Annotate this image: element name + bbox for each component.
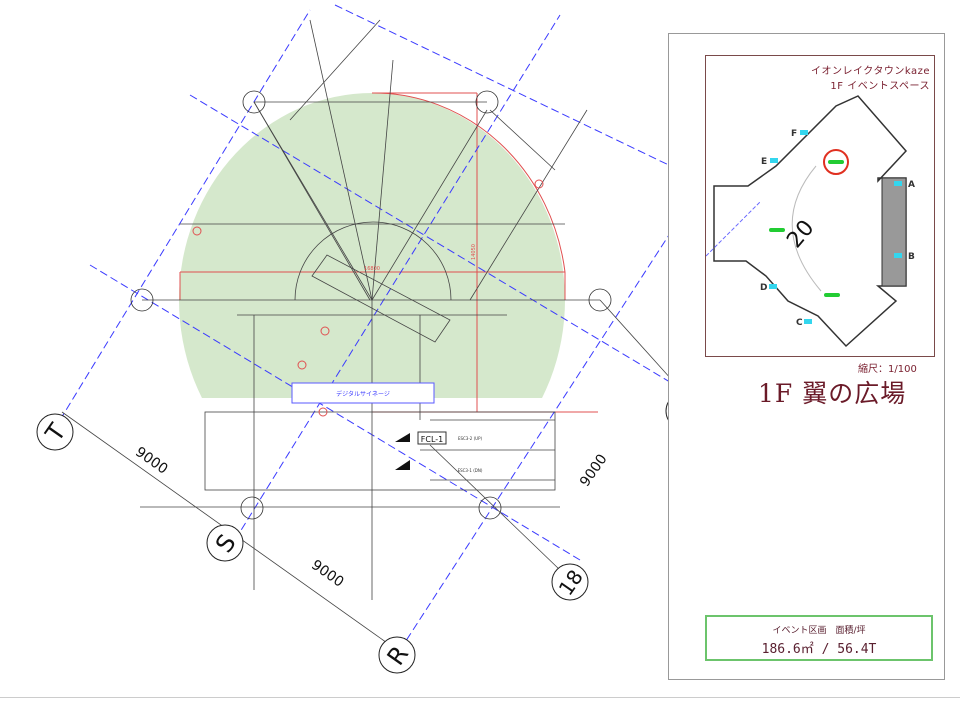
event-area — [179, 93, 565, 398]
red-dimension-height: 14050 — [471, 244, 477, 260]
anchor-store — [881, 177, 907, 287]
fcl-label: FCL-1 — [421, 435, 443, 444]
divider — [0, 697, 960, 698]
red-dimension-width: 16800 — [364, 266, 380, 272]
floor-plan-drawing: T S R 18 19 9000 9000 9000 9000 16800 14… — [36, 4, 668, 674]
entrance-f: F — [791, 129, 797, 139]
area-value: 186.6㎡ / 56.4T — [761, 642, 877, 657]
entrance-c: C — [796, 318, 803, 328]
mall-map: 20 A B C D E F — [705, 95, 915, 348]
area-label: イベント区画 面積/坪 — [772, 626, 866, 636]
dimension-label: 9000 — [577, 451, 611, 489]
page-title: 1F 翼の広場 — [758, 379, 907, 408]
event-location-marker — [823, 149, 849, 175]
event-area-arc — [371, 92, 566, 273]
panel-title-line2: 1F イベントスペース — [830, 81, 930, 92]
escalator-up-label: ESC3-2 (UP) — [458, 436, 483, 441]
entrance-a: A — [908, 180, 915, 190]
grid-label-circles — [36, 401, 668, 674]
entrance-e: E — [761, 157, 767, 167]
column-markers — [130, 90, 612, 520]
plaza-tag — [824, 293, 840, 297]
scale-label: 縮尺：1/100 — [858, 364, 917, 375]
escalator-down-label: ESC3-1 (DN) — [458, 468, 483, 473]
plaza-tag — [769, 228, 785, 232]
fcl-box — [417, 431, 447, 445]
building-outline — [713, 95, 908, 348]
escalator-arrow — [395, 433, 410, 442]
panel-title-line1: イオンレイクタウンkaze — [810, 66, 930, 77]
construction-lines — [61, 19, 668, 646]
info-panel — [668, 33, 945, 680]
escalator-arrow — [395, 460, 410, 470]
dimension-label: 9000 — [308, 557, 346, 591]
area-box: イベント区画 面積/坪 186.6㎡ / 56.4T — [705, 615, 933, 661]
digital-signage-label: デジタルサイネージ — [336, 390, 390, 398]
plaza-tag — [828, 160, 844, 164]
dimension-label: 9000 — [132, 444, 170, 478]
location-map: 20 A B C D E F — [705, 55, 935, 357]
entrance-d: D — [760, 283, 767, 293]
grid-lines — [59, 4, 668, 651]
fire-extinguisher-icon — [192, 179, 544, 417]
entrance-b: B — [908, 252, 915, 262]
digital-signage — [291, 382, 435, 404]
